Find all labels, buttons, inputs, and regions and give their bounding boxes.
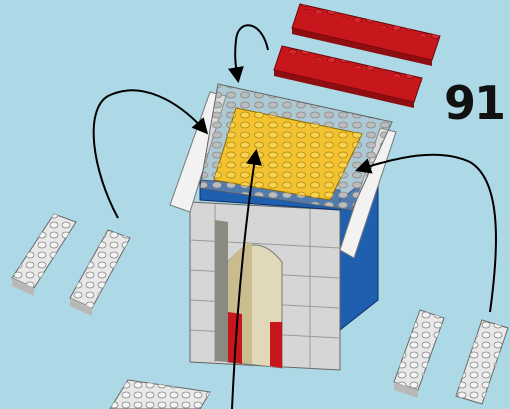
- arrow-red-bricks-to-roof: [235, 25, 268, 80]
- step-number: 91: [444, 76, 504, 130]
- white-plate-left-2: [70, 230, 130, 316]
- white-plate-bottom: [110, 380, 210, 409]
- white-plate-left-1: [12, 214, 76, 296]
- white-plate-right-2: [456, 320, 508, 404]
- white-plate-right-1: [394, 310, 444, 398]
